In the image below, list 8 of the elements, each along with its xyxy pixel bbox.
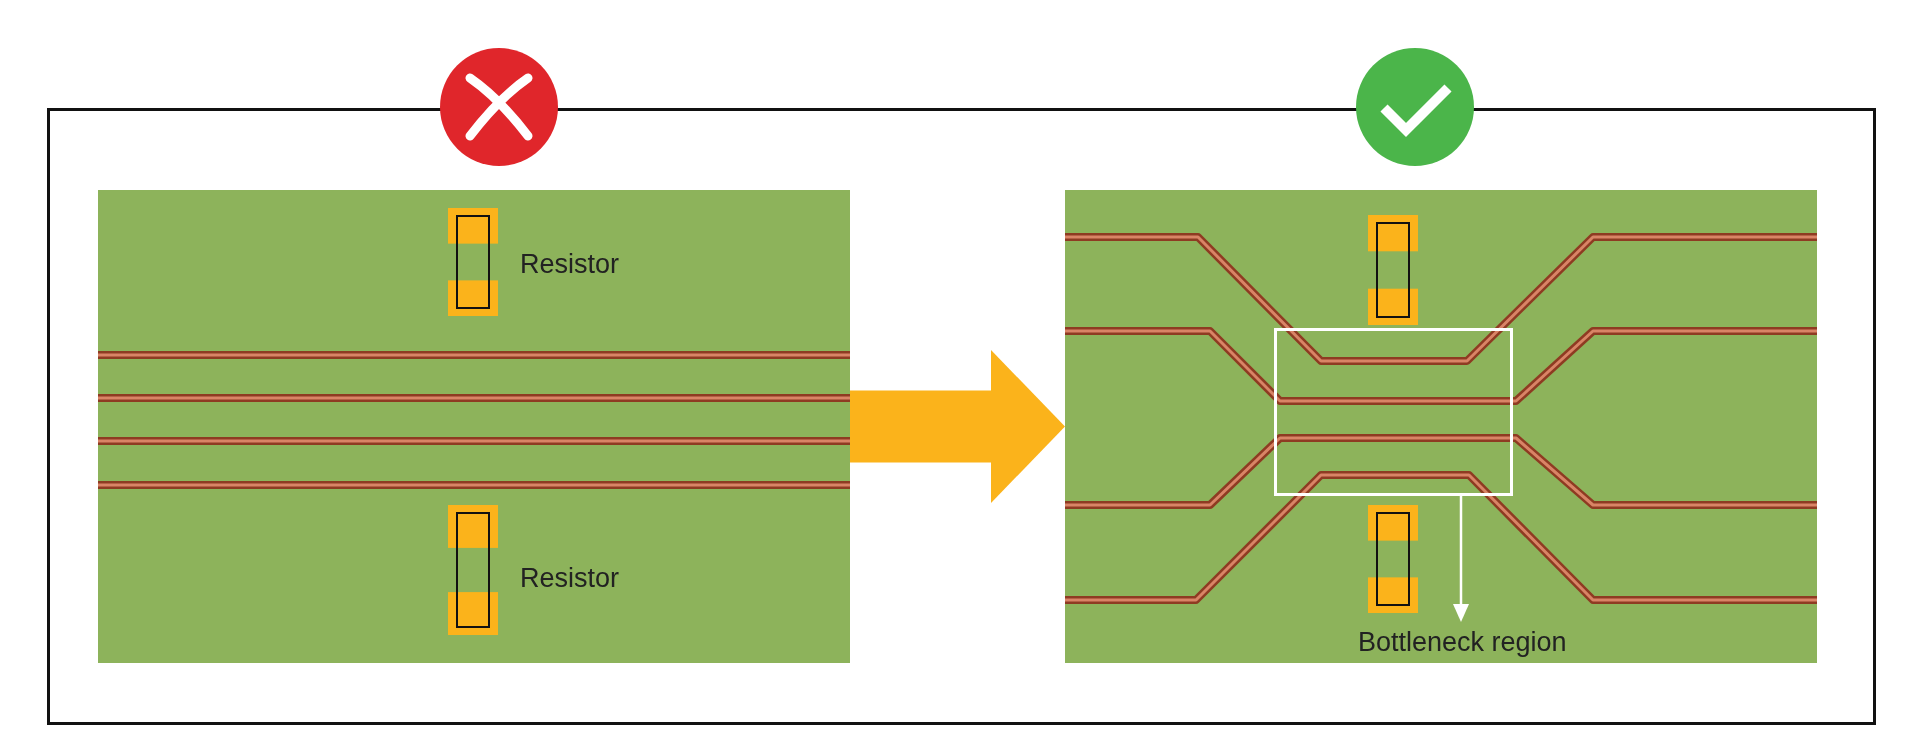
pcb-panel xyxy=(98,190,850,663)
pcb-panel xyxy=(1065,190,1817,663)
leader-line xyxy=(1453,496,1469,622)
highlight-box xyxy=(1274,328,1513,496)
part-label: Resistor xyxy=(520,562,620,595)
part-label: Resistor xyxy=(520,248,620,281)
region-label: Bottleneck region xyxy=(1358,626,1567,659)
block-arrow xyxy=(850,350,1065,503)
